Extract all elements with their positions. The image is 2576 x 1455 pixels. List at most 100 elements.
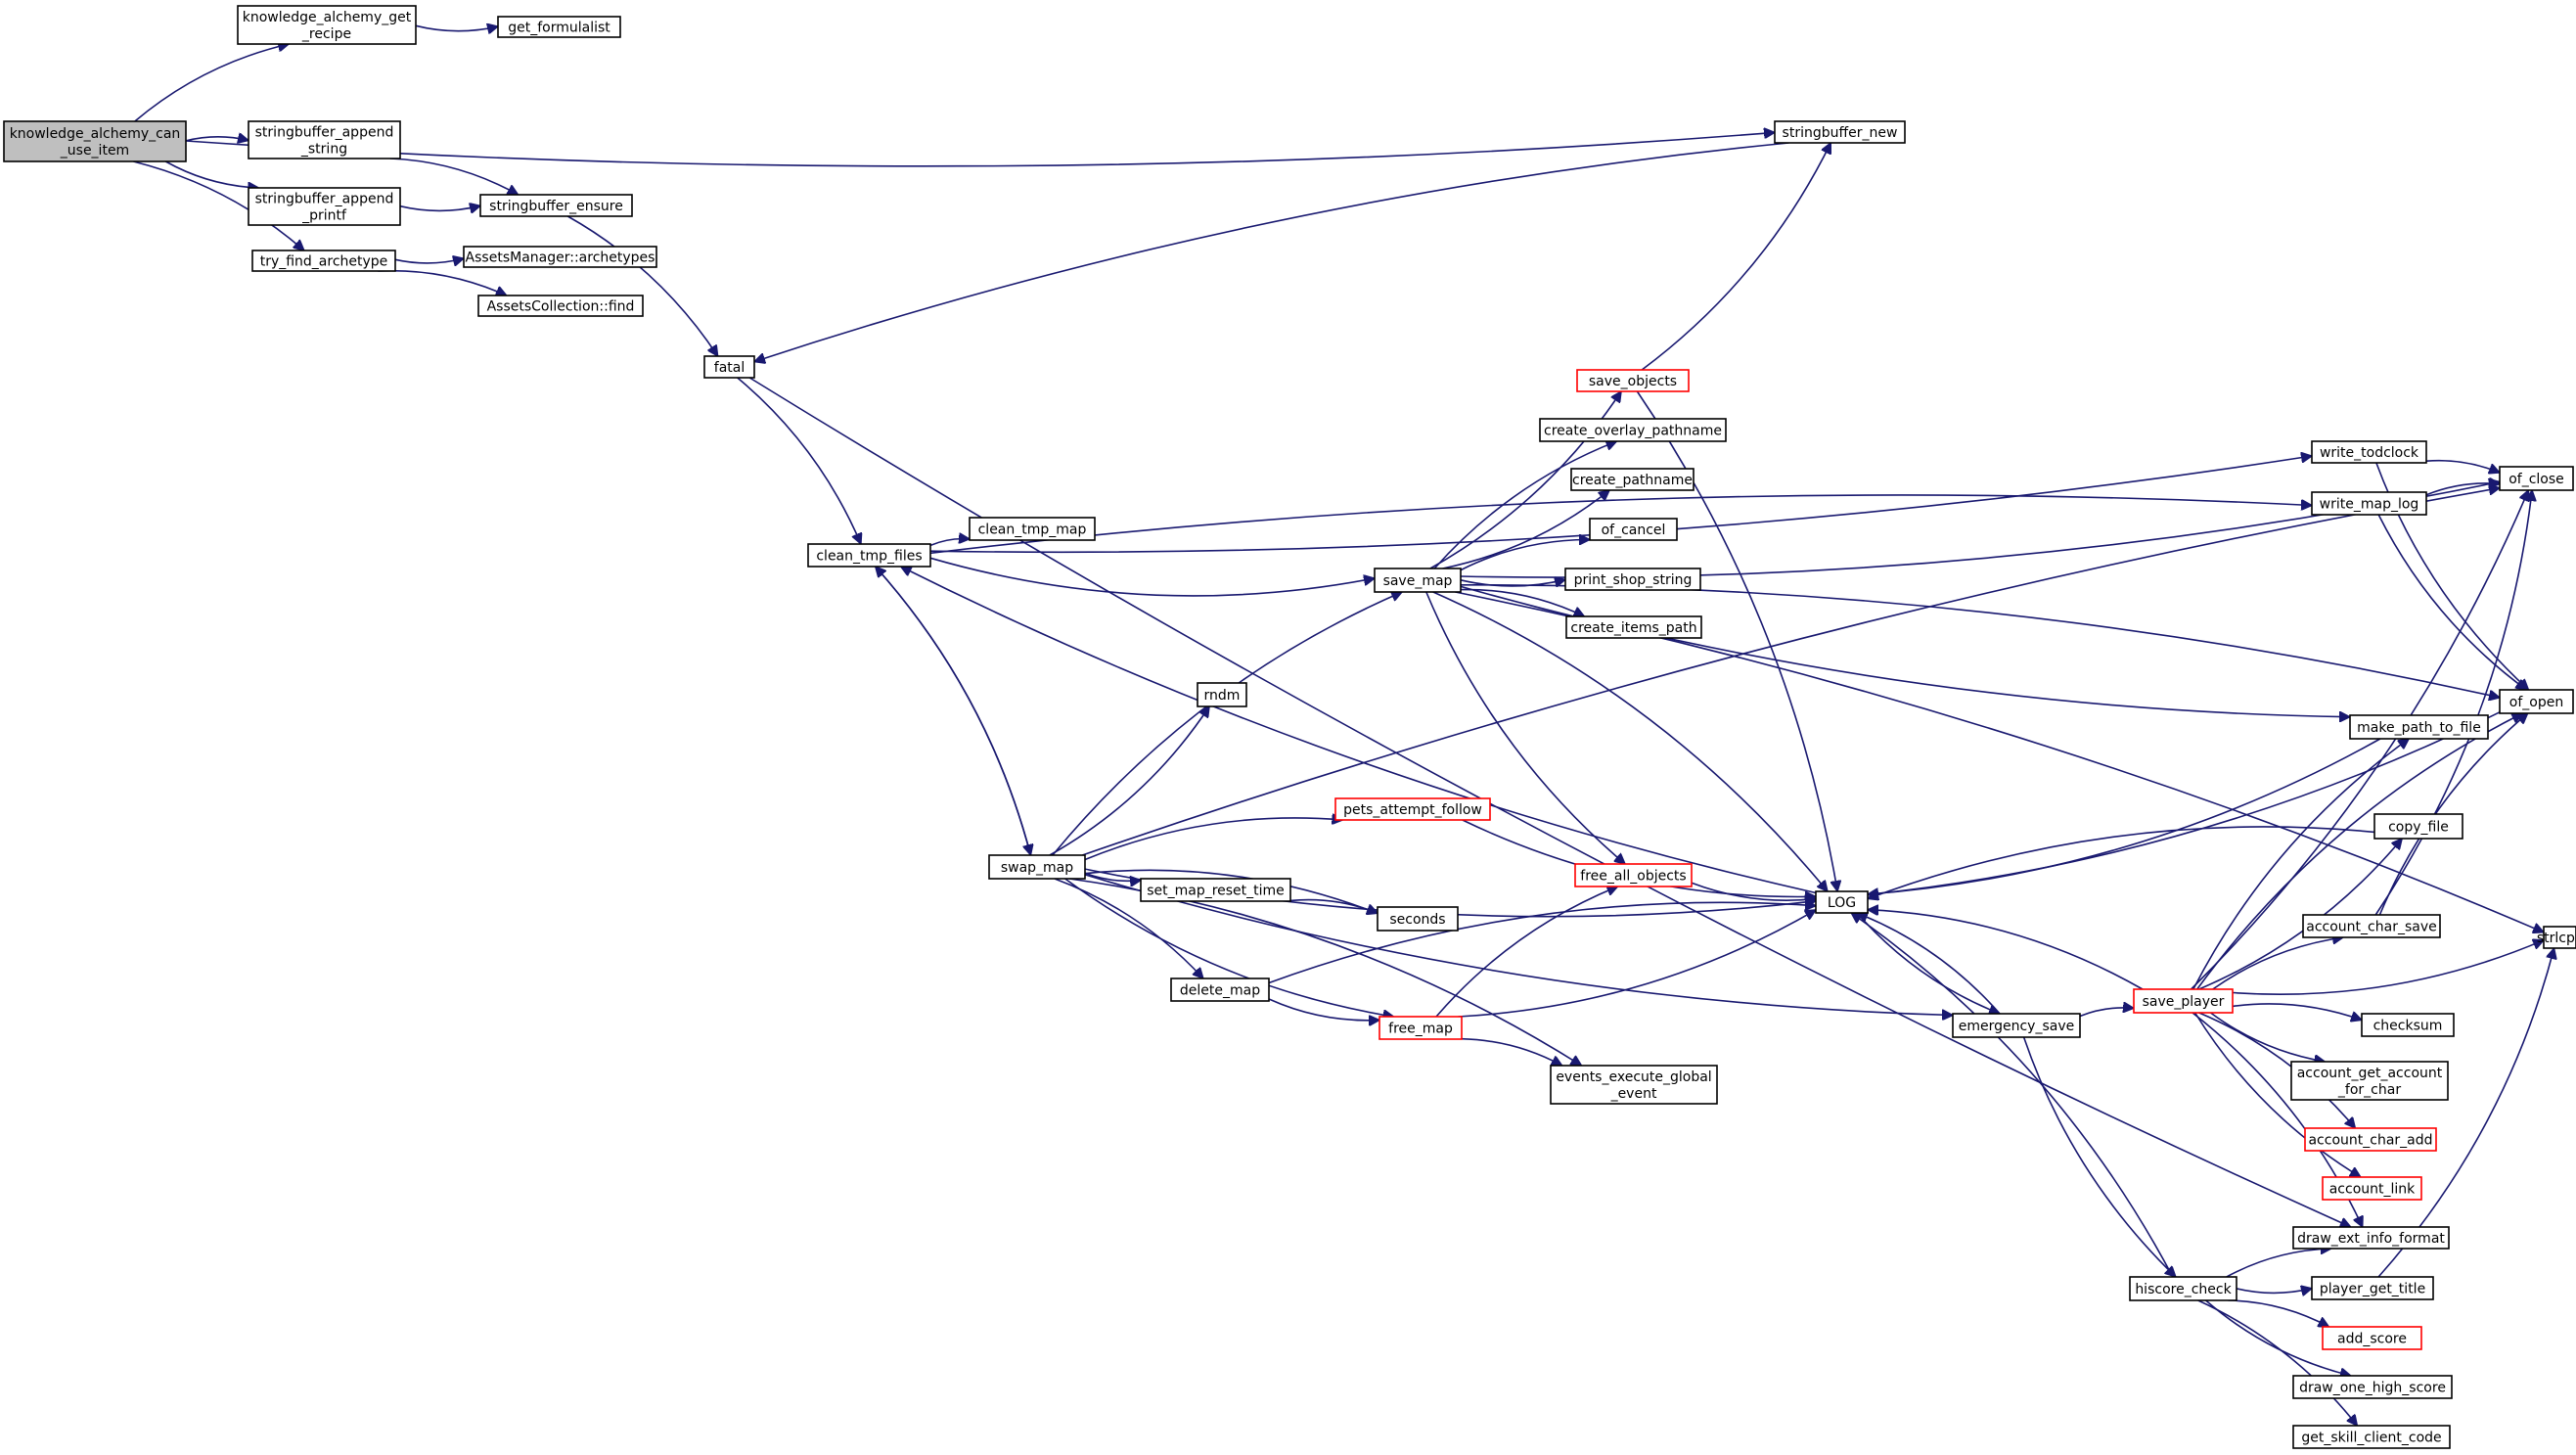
- node-box[interactable]: [2292, 1425, 2451, 1449]
- node-box[interactable]: [1550, 1065, 1718, 1105]
- node-hiscore-check[interactable]: hiscore_check: [2129, 1276, 2237, 1301]
- node-assetsmanager-archetypes[interactable]: AssetsManager::archetypes: [463, 246, 657, 268]
- node-draw-one-high-score[interactable]: draw_one_high_score: [2292, 1375, 2453, 1399]
- node-box[interactable]: [1574, 863, 1693, 887]
- node-box[interactable]: [1334, 797, 1491, 821]
- node-get-skill-client-code[interactable]: get_skill_client_code: [2292, 1425, 2451, 1449]
- node-box[interactable]: [497, 16, 621, 38]
- node-copy-file[interactable]: copy_file: [2373, 813, 2463, 840]
- node-box[interactable]: [3, 120, 187, 162]
- node-set-map-reset-time[interactable]: set_map_reset_time: [1140, 878, 1291, 902]
- node-box[interactable]: [2311, 440, 2427, 464]
- node-write-map-log[interactable]: write_map_log: [2311, 491, 2427, 516]
- node-box[interactable]: [1589, 518, 1678, 541]
- node-box[interactable]: [807, 543, 931, 568]
- node-box[interactable]: [1774, 120, 1906, 144]
- node-box[interactable]: [2349, 714, 2489, 740]
- node-box[interactable]: [703, 355, 755, 379]
- node-fatal[interactable]: fatal: [703, 355, 755, 379]
- node-box[interactable]: [1378, 1016, 1463, 1040]
- node-stringbuffer-ensure[interactable]: stringbuffer_ensure: [479, 194, 633, 217]
- node-box[interactable]: [248, 120, 401, 159]
- node-box[interactable]: [1952, 1013, 2081, 1038]
- node-create-overlay-pathname[interactable]: create_overlay_pathname: [1539, 418, 1727, 442]
- node-stringbuffer-new[interactable]: stringbuffer_new: [1774, 120, 1906, 144]
- node-draw-ext-info-format[interactable]: draw_ext_info_format: [2292, 1226, 2450, 1250]
- node-box[interactable]: [2292, 1375, 2453, 1399]
- node-box[interactable]: [2322, 1326, 2422, 1350]
- node-stringbuffer-append-string[interactable]: stringbuffer_append_string: [248, 120, 401, 159]
- node-box[interactable]: [251, 250, 396, 272]
- node-strlcpy[interactable]: strlcpy: [2537, 926, 2576, 949]
- node-box[interactable]: [2133, 988, 2234, 1014]
- node-assetscollection-find[interactable]: AssetsCollection::find: [477, 295, 644, 317]
- node-free-map[interactable]: free_map: [1378, 1016, 1463, 1040]
- node-box[interactable]: [2499, 689, 2574, 714]
- node-clean-tmp-files[interactable]: clean_tmp_files: [807, 543, 931, 568]
- node-player-get-title[interactable]: player_get_title: [2311, 1276, 2434, 1300]
- node-box[interactable]: [1564, 568, 1701, 591]
- node-box[interactable]: [2361, 1013, 2455, 1037]
- node-box[interactable]: [988, 854, 1086, 880]
- node-box[interactable]: [463, 246, 657, 268]
- node-write-todclock[interactable]: write_todclock: [2311, 440, 2427, 464]
- node-box[interactable]: [1197, 682, 1247, 707]
- node-box[interactable]: [1374, 568, 1462, 593]
- node-stringbuffer-append-printf[interactable]: stringbuffer_append_printf: [248, 187, 401, 226]
- node-save-objects[interactable]: save_objects: [1576, 369, 1690, 392]
- node-box[interactable]: [969, 517, 1096, 541]
- node-create-items-path[interactable]: create_items_path: [1565, 615, 1702, 639]
- node-account-link[interactable]: account_link: [2322, 1176, 2422, 1201]
- node-events-execute-global-event[interactable]: events_execute_global_event: [1550, 1065, 1718, 1105]
- node-box[interactable]: [2311, 491, 2427, 516]
- node-box[interactable]: [2311, 1276, 2434, 1300]
- node-box[interactable]: [2129, 1276, 2237, 1301]
- node-print-shop-string[interactable]: print_shop_string: [1564, 568, 1701, 591]
- node-box[interactable]: [2292, 1226, 2450, 1250]
- node-box[interactable]: [2543, 926, 2576, 949]
- node-box[interactable]: [1140, 878, 1291, 902]
- node-box[interactable]: [2302, 914, 2441, 938]
- node-box[interactable]: [1377, 906, 1459, 932]
- node-add-score[interactable]: add_score: [2322, 1326, 2422, 1350]
- node-box[interactable]: [1565, 615, 1702, 639]
- node-box[interactable]: [1576, 369, 1690, 392]
- node-log[interactable]: LOG: [1815, 890, 1869, 914]
- node-free-all-objects[interactable]: free_all_objects: [1574, 863, 1693, 887]
- node-box[interactable]: [479, 194, 633, 217]
- node-make-path-to-file[interactable]: make_path_to_file: [2349, 714, 2489, 740]
- node-save-player[interactable]: save_player: [2133, 988, 2234, 1014]
- node-knowledge-alchemy-get-recipe[interactable]: knowledge_alchemy_get_recipe: [237, 5, 417, 45]
- node-of-close[interactable]: of_close: [2499, 466, 2574, 491]
- node-pets-attempt-follow[interactable]: pets_attempt_follow: [1334, 797, 1491, 821]
- node-box[interactable]: [1170, 978, 1270, 1002]
- node-of-open[interactable]: of_open: [2499, 689, 2574, 714]
- node-get-formulalist[interactable]: get_formulalist: [497, 16, 621, 38]
- node-box[interactable]: [2373, 813, 2463, 840]
- node-account-char-add[interactable]: account_char_add: [2304, 1127, 2437, 1152]
- node-box[interactable]: [2322, 1176, 2422, 1201]
- node-emergency-save[interactable]: emergency_save: [1952, 1013, 2081, 1038]
- node-box[interactable]: [1815, 890, 1869, 914]
- node-box[interactable]: [1570, 468, 1695, 491]
- node-rndm[interactable]: rndm: [1197, 682, 1247, 707]
- node-box[interactable]: [2499, 466, 2574, 491]
- node-box[interactable]: [1539, 418, 1727, 442]
- node-clean-tmp-map[interactable]: clean_tmp_map: [969, 517, 1096, 541]
- node-box[interactable]: [477, 295, 644, 317]
- node-box[interactable]: [248, 187, 401, 226]
- node-account-char-save[interactable]: account_char_save: [2302, 914, 2441, 938]
- node-seconds[interactable]: seconds: [1377, 906, 1459, 932]
- node-box[interactable]: [237, 5, 417, 45]
- node-of-cancel[interactable]: of_cancel: [1589, 518, 1678, 541]
- node-try-find-archetype[interactable]: try_find_archetype: [251, 250, 396, 272]
- node-checksum[interactable]: checksum: [2361, 1013, 2455, 1037]
- node-knowledge-alchemy-can-use-item[interactable]: knowledge_alchemy_can_use_item: [3, 120, 187, 162]
- node-swap-map[interactable]: swap_map: [988, 854, 1086, 880]
- node-save-map[interactable]: save_map: [1374, 568, 1462, 593]
- node-box[interactable]: [2290, 1061, 2449, 1101]
- node-box[interactable]: [2304, 1127, 2437, 1152]
- node-delete-map[interactable]: delete_map: [1170, 978, 1270, 1002]
- node-account-get-account-for-char[interactable]: account_get_account_for_char: [2290, 1061, 2449, 1101]
- node-create-pathname[interactable]: create_pathname: [1570, 468, 1695, 491]
